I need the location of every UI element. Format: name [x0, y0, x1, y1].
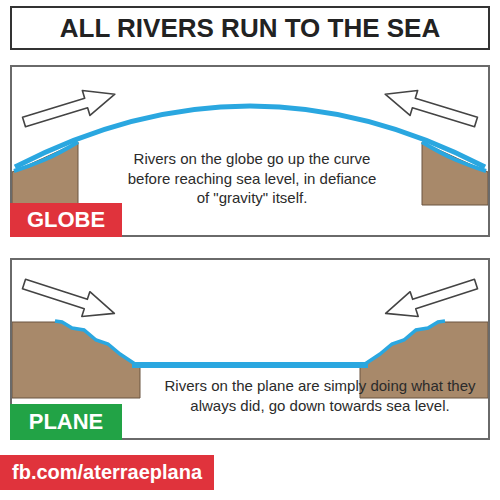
- model-tab: PLANE: [10, 404, 122, 440]
- tab-label: GLOBE: [27, 207, 105, 233]
- panel-caption: Rivers on the globe go up the curve befo…: [124, 149, 380, 208]
- comparison-panel: Rivers on the plane are simply doing wha…: [10, 258, 490, 440]
- source-watermark: fb.com/aterraeplana: [12, 461, 202, 484]
- title-text: ALL RIVERS RUN TO THE SEA: [60, 13, 440, 44]
- panel-caption: Rivers on the plane are simply doing wha…: [162, 376, 478, 415]
- source-bar: fb.com/aterraeplana: [0, 455, 214, 490]
- model-tab: GLOBE: [10, 203, 122, 237]
- title-box: ALL RIVERS RUN TO THE SEA: [10, 6, 490, 50]
- tab-label: PLANE: [29, 409, 104, 435]
- comparison-panel: Rivers on the globe go up the curve befo…: [10, 65, 490, 237]
